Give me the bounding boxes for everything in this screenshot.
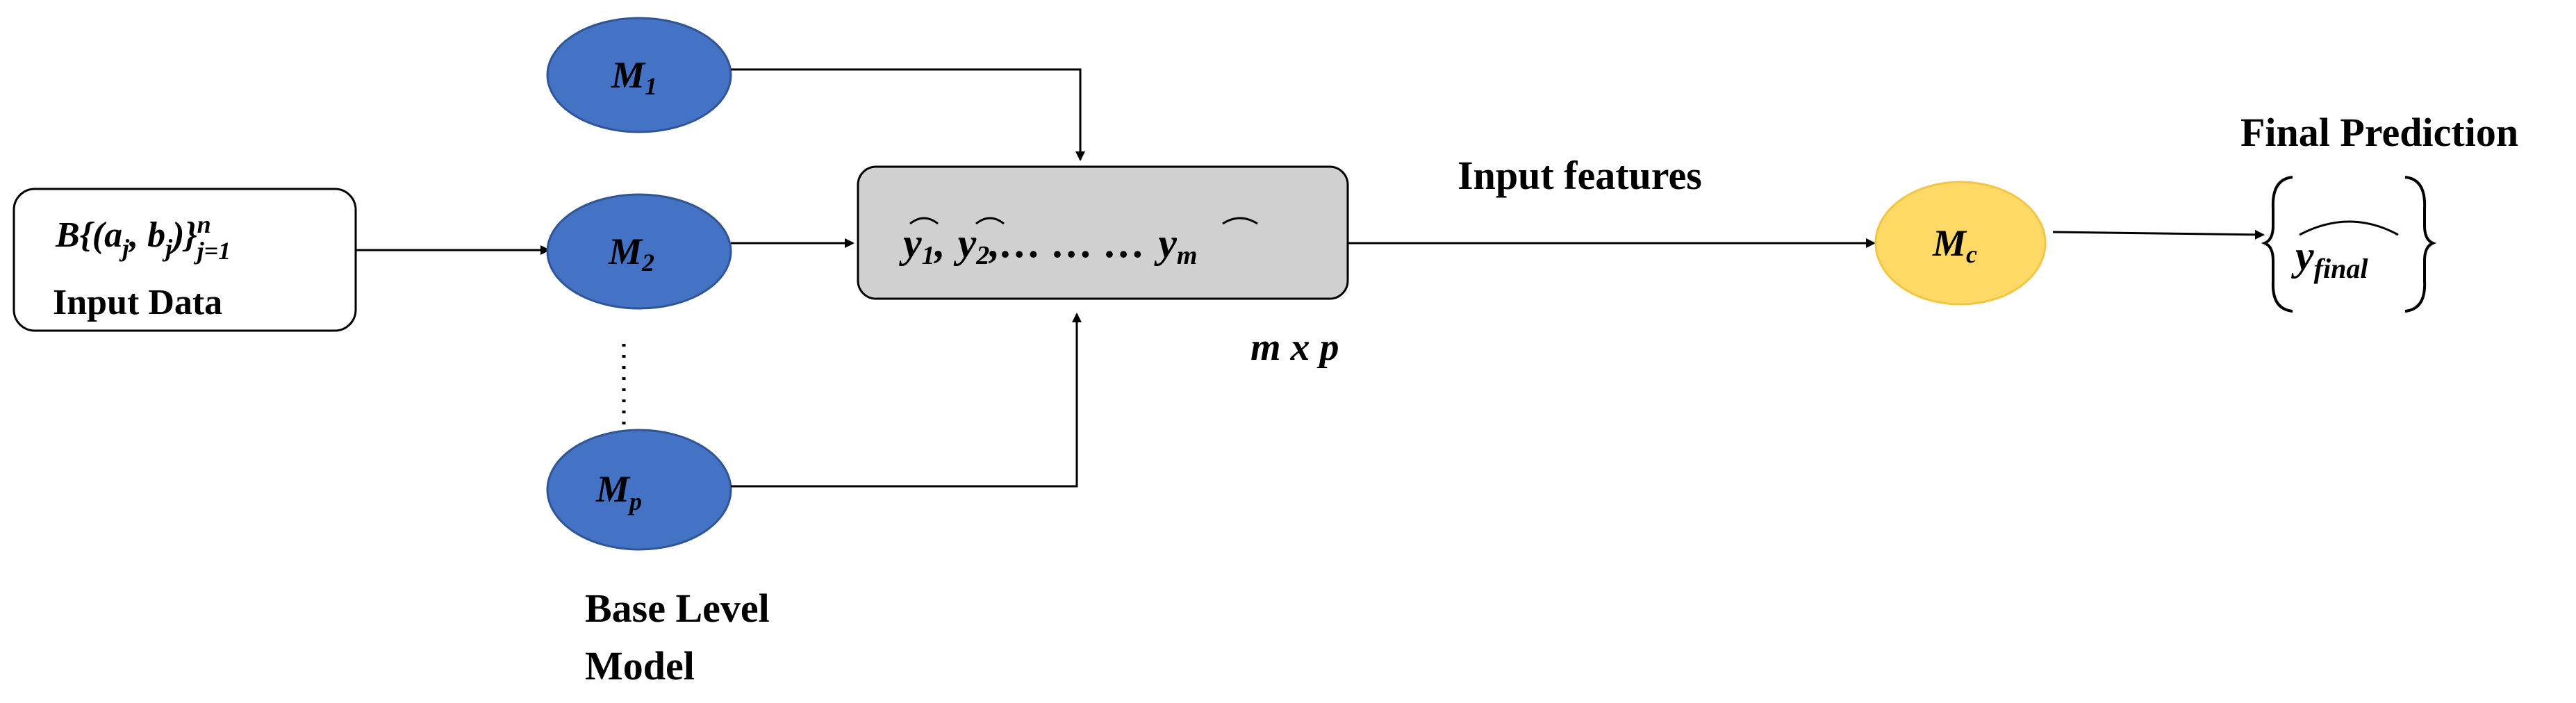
base-level-label-line2: Model	[585, 643, 695, 688]
svg-text:Mp: Mp	[595, 468, 642, 515]
base-model-m2: M2	[546, 193, 732, 310]
svg-text:M1: M1	[611, 54, 657, 100]
base-level-label-line1: Base Level	[585, 586, 770, 631]
svg-text:Mc: Mc	[1932, 222, 1977, 268]
arrow-mp-to-features	[731, 313, 1082, 488]
final-prediction-title: Final Prediction	[2240, 110, 2518, 155]
input-data-label: Input Data	[53, 283, 222, 322]
base-model-m1: M1	[546, 17, 732, 133]
final-prediction-value: yfinal	[2291, 233, 2368, 284]
input-features-label: Input features	[1458, 153, 1702, 198]
predictions-box: y1,y2,… … …ym	[857, 165, 1349, 300]
predictions-text: y1,y2,… … …ym	[899, 220, 1197, 270]
arrow-mc-to-final	[2052, 229, 2265, 240]
final-prediction-set: yfinal	[2261, 176, 2437, 313]
meta-model-mc: Mc	[1874, 181, 2047, 306]
base-model-mp: Mp	[546, 429, 732, 551]
arrow-m1-to-features	[731, 68, 1085, 161]
svg-text:M2: M2	[608, 231, 654, 276]
dims-label: m x p	[1250, 326, 1339, 369]
